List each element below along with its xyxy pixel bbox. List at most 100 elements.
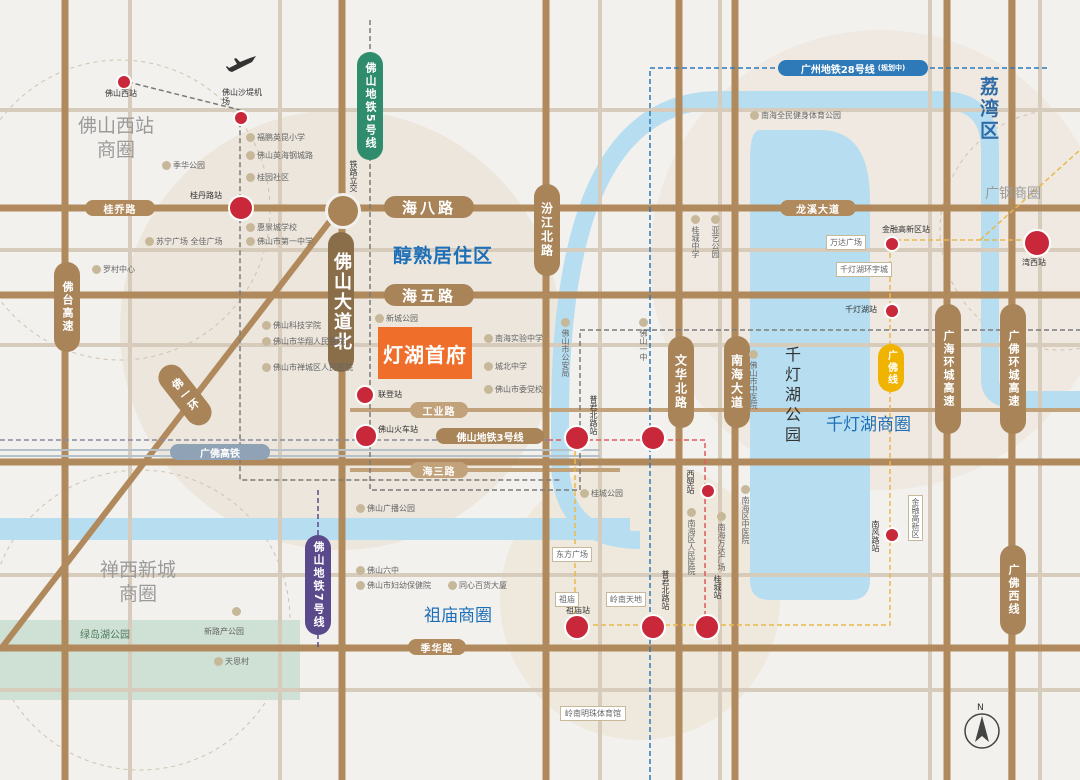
road-label-guangfo-huancheng: 广佛环城高速 [1000, 304, 1026, 434]
poi: 佛山市中医院 [748, 350, 759, 409]
poi-label: 桂园社区 [257, 173, 289, 182]
metro-station-icon[interactable] [233, 110, 249, 126]
poi-icon [246, 133, 255, 142]
poi: 佛山市第一中学 [246, 236, 313, 247]
poi-icon [749, 350, 758, 359]
metro-station-icon[interactable] [640, 614, 666, 640]
station-label: 桂城站 [713, 575, 722, 599]
poi-icon [561, 318, 570, 327]
poi: 城北中学 [484, 361, 527, 372]
poi-label: 金融高新区 [911, 498, 920, 538]
metro-station-icon[interactable] [884, 236, 900, 252]
poi: 桂城中学 [690, 215, 701, 258]
poi-icon [580, 489, 589, 498]
park-label-green-island: 绿岛湖公园 [80, 630, 130, 641]
metro-gz28-note: (规划中) [877, 64, 906, 72]
poi-label: 城北中学 [495, 362, 527, 371]
railway [0, 449, 600, 457]
poi-icon [750, 111, 759, 120]
metro-station-icon[interactable] [564, 425, 590, 451]
poi-label: 季华公园 [173, 161, 205, 170]
metro-station-icon[interactable] [116, 74, 132, 90]
poi-label: 南海区人民医院 [687, 519, 696, 575]
river [0, 518, 630, 540]
road-label-wenhua: 文华北路 [668, 336, 694, 428]
park-label-qiandenghu: 千 灯 湖 公 园 [785, 345, 802, 444]
road-label-guanghai: 广海环城高速 [935, 304, 961, 434]
poi: 佛山市公安局 [560, 318, 571, 377]
metro-station-icon[interactable] [228, 195, 254, 221]
poi-icon [375, 314, 384, 323]
road-label-guangfo-xilu: 广佛西线 [1000, 545, 1026, 635]
poi-label: 桂城中学 [691, 226, 700, 258]
district-label-lijiang: 荔 湾 区 [980, 76, 1000, 142]
poi-label: 桂城公园 [591, 489, 623, 498]
poi-icon [246, 151, 255, 160]
poi-label: 佛山市禅城区人民医院 [273, 363, 353, 372]
compass-label: N [977, 703, 984, 713]
district-label-chanxi: 禅西新城 商圈 [100, 559, 177, 605]
poi-label: 佛山科技学院 [273, 321, 321, 330]
metro-station-icon[interactable] [354, 424, 378, 448]
poi-label: 佛山市公安局 [561, 329, 570, 377]
poi-label: 南海区中医院 [741, 496, 750, 544]
poi: 罗村中心 [92, 264, 135, 275]
poi-icon [92, 265, 101, 274]
metro-station-icon[interactable] [694, 614, 720, 640]
poi: 新城公园 [375, 313, 418, 324]
poi-label: 万达广场 [830, 238, 862, 247]
poi: 苏宁广场 全佳广场 [145, 236, 223, 247]
compass-arrow [975, 716, 989, 742]
metro-station-icon[interactable] [564, 614, 590, 640]
poi-label: 佛山广播公园 [367, 504, 415, 513]
poi-icon [232, 607, 241, 616]
poi-icon [711, 215, 720, 224]
poi-label: 南海实验中学 [495, 334, 543, 343]
poi: 南海实验中学 [484, 333, 543, 344]
metro-station-icon[interactable] [355, 385, 375, 405]
metro-station-icon[interactable] [700, 483, 716, 499]
poi: 万达广场 [826, 235, 866, 250]
poi-icon [484, 362, 493, 371]
poi-icon [246, 237, 255, 246]
poi-label: 岭南明珠体育馆 [565, 709, 621, 718]
metro-station-icon[interactable] [884, 527, 900, 543]
station-label: 普君北路站 [589, 395, 598, 435]
poi-label: 新路产公园 [204, 627, 244, 636]
poi-label: 千灯湖环宇城 [840, 265, 888, 274]
district-label-chunshu: 醇熟居住区 [393, 245, 494, 267]
poi-icon [484, 334, 493, 343]
district-label-guangfo: 广钢商圈 [985, 186, 1041, 202]
project-marker[interactable]: 灯湖首府 [378, 327, 472, 379]
road-label-guiqing: 桂乔路 [85, 200, 155, 216]
road-label-longxi: 龙溪大道 [780, 200, 856, 216]
poi: 天恩村 [214, 656, 249, 667]
poi: 东方广场 [552, 547, 592, 562]
poi-icon [246, 223, 255, 232]
interchange-node [325, 193, 361, 229]
poi-label: 佛山市华翔人民医院 [273, 337, 345, 346]
poi [232, 607, 241, 616]
metro-station-icon[interactable] [1023, 229, 1051, 257]
poi-label: 佛山英海钢城路 [257, 151, 313, 160]
poi-label: 天恩村 [225, 657, 249, 666]
poi: 佛山市委党校 [484, 384, 543, 395]
poi-label: 罗村中心 [103, 265, 135, 274]
road-label-guangfo-line: 广佛线 [878, 344, 904, 392]
poi-label: 佛山六中 [367, 566, 399, 575]
road-label-fotai: 佛台高速 [54, 262, 80, 352]
poi: 亚艺公园 [710, 215, 721, 258]
poi: 南海区中医院 [740, 485, 751, 544]
poi-label: 惠景城学校 [257, 223, 297, 232]
poi-label: 佛山一中 [639, 329, 648, 361]
metro-station-icon[interactable] [640, 425, 666, 451]
poi: 桂城公园 [580, 488, 623, 499]
poi-label: 岭南天地 [610, 595, 642, 604]
poi: 桂园社区 [246, 172, 289, 183]
poi-label: 佛山市妇幼保健院 [367, 581, 431, 590]
poi: 金融高新区 [908, 495, 923, 541]
poi-label: 东方广场 [556, 550, 588, 559]
diagonal-road [0, 206, 343, 652]
metro-station-icon[interactable] [884, 303, 900, 319]
